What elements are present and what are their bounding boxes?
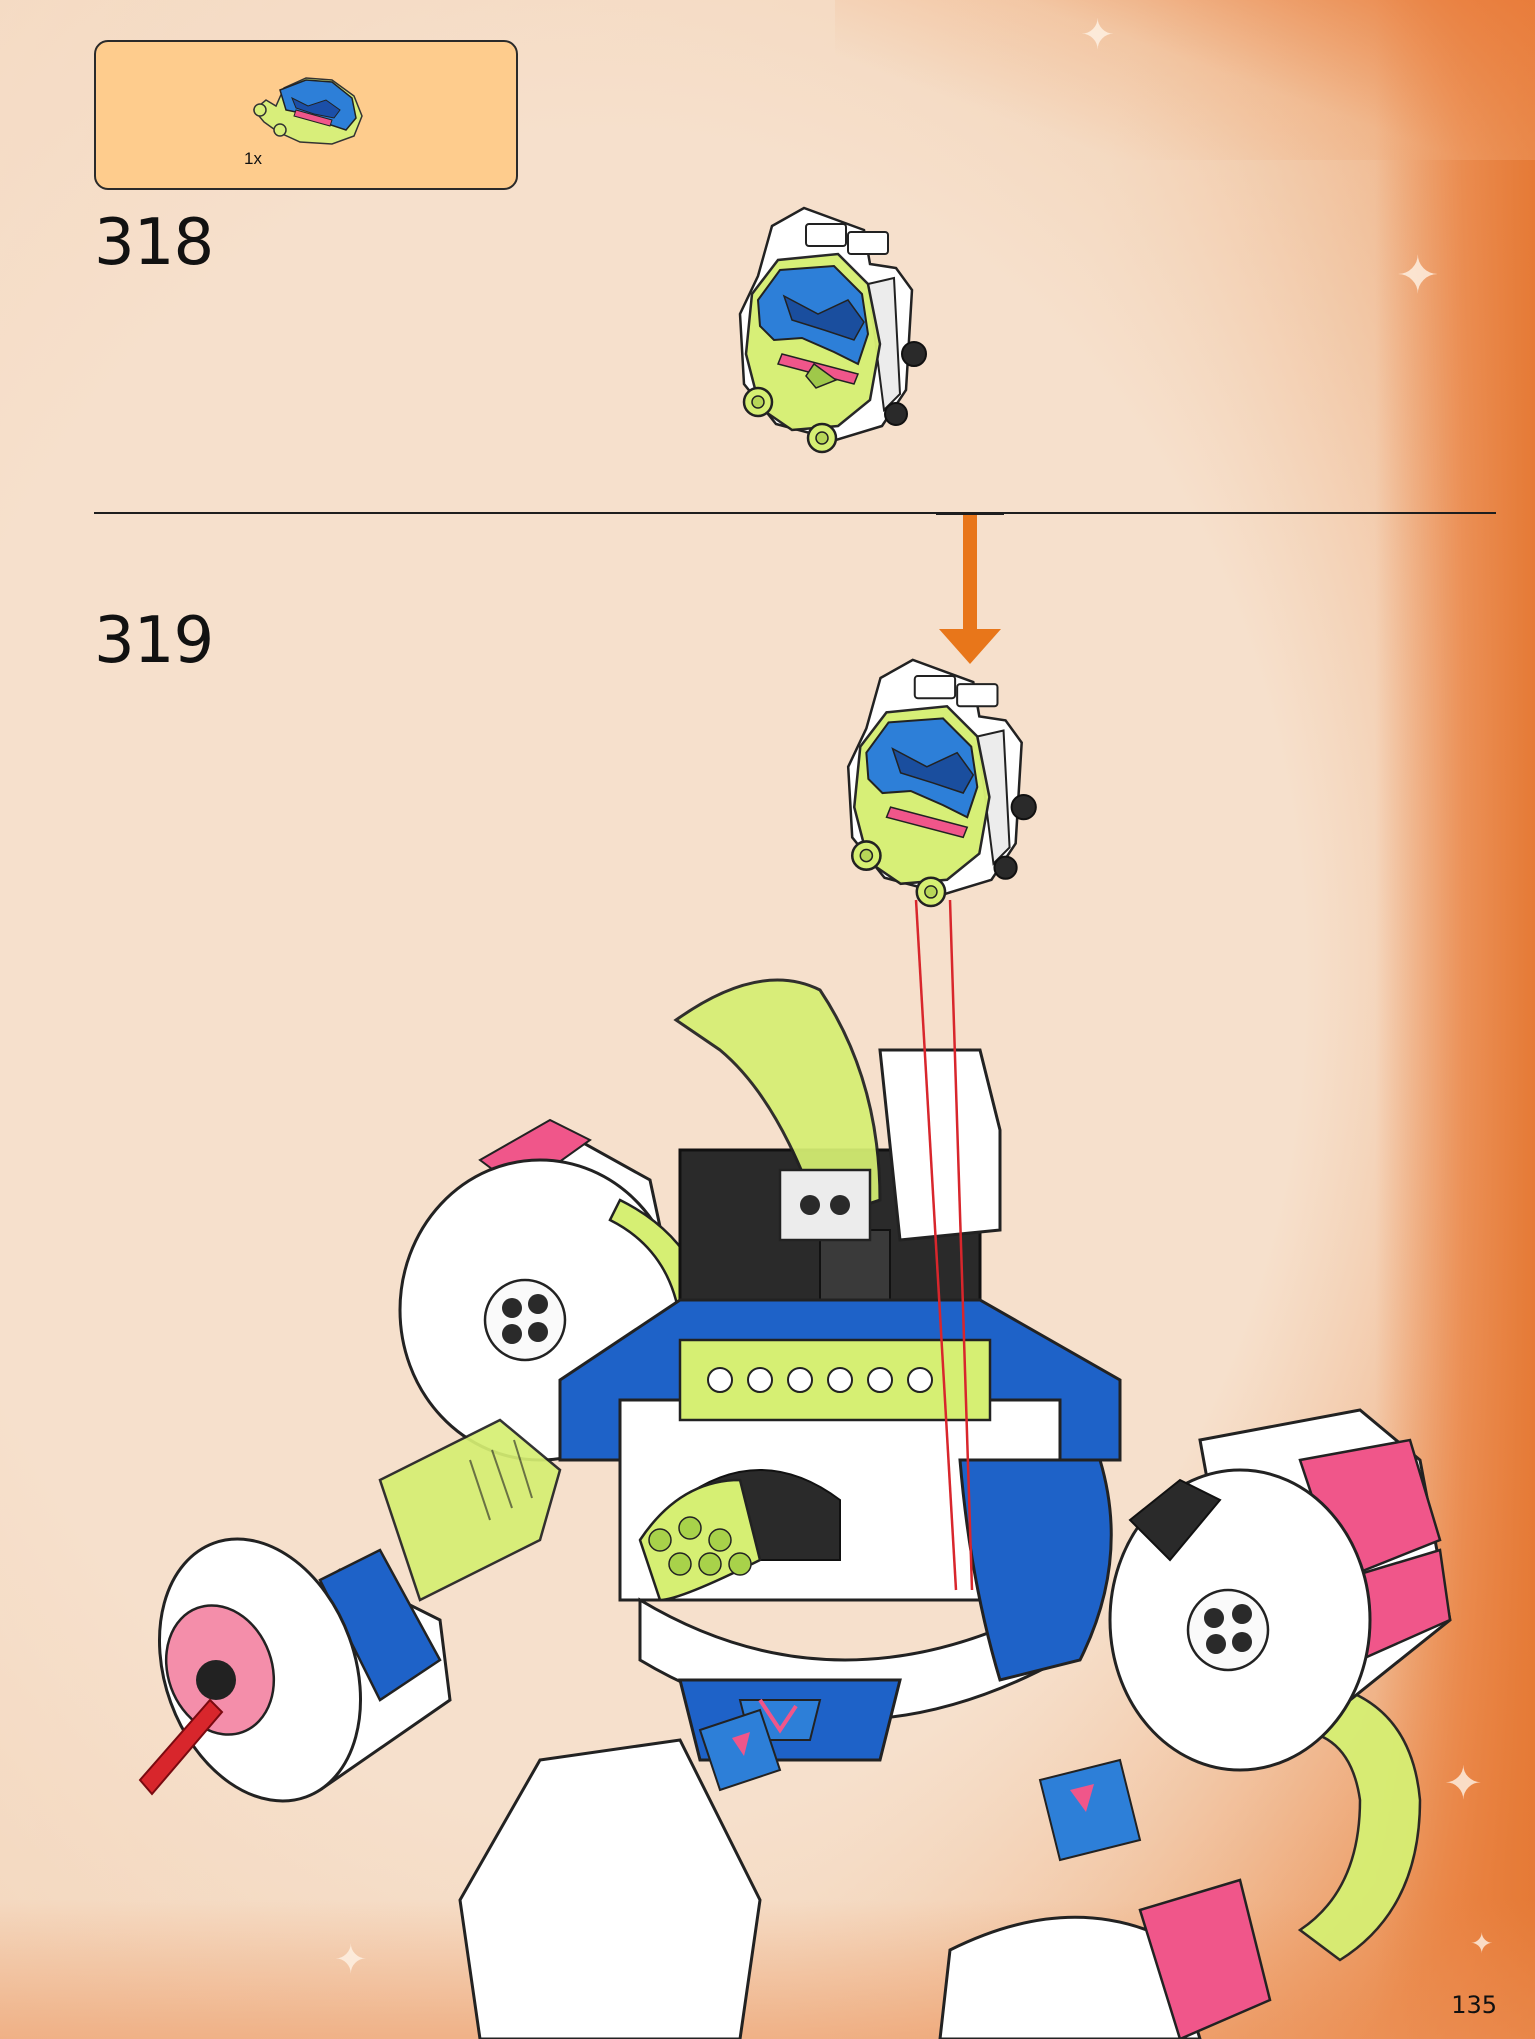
placement-arrow-icon: [936, 512, 1004, 664]
page-bottom-decoration: [0, 1899, 1535, 2039]
step-number-319: 319: [94, 604, 214, 678]
step-318-head-assembly-illustration: [738, 206, 927, 454]
page-number: 135: [1451, 1991, 1497, 2019]
robot-head-part-icon: [252, 77, 363, 145]
robot-model-illustration: [138, 899, 1452, 2039]
page-corner-decoration: [835, 0, 1535, 160]
sparkle-star-icon: ✦: [334, 1937, 368, 1983]
sparkle-star-icon: ✦: [1396, 246, 1440, 306]
sparkle-star-icon: ✦: [1080, 10, 1116, 59]
step-319-head-assembly-illustration: [846, 658, 1037, 908]
step-number-318: 318: [94, 206, 214, 280]
parts-callout-box: 1x: [94, 40, 518, 190]
sparkle-star-icon: ✦: [1444, 1756, 1483, 1810]
step-divider-line: [94, 512, 1496, 514]
sparkle-star-icon: ✦: [1470, 1927, 1494, 1960]
page-edge-decoration: [1375, 0, 1535, 2039]
part-quantity-label: 1x: [244, 149, 262, 168]
